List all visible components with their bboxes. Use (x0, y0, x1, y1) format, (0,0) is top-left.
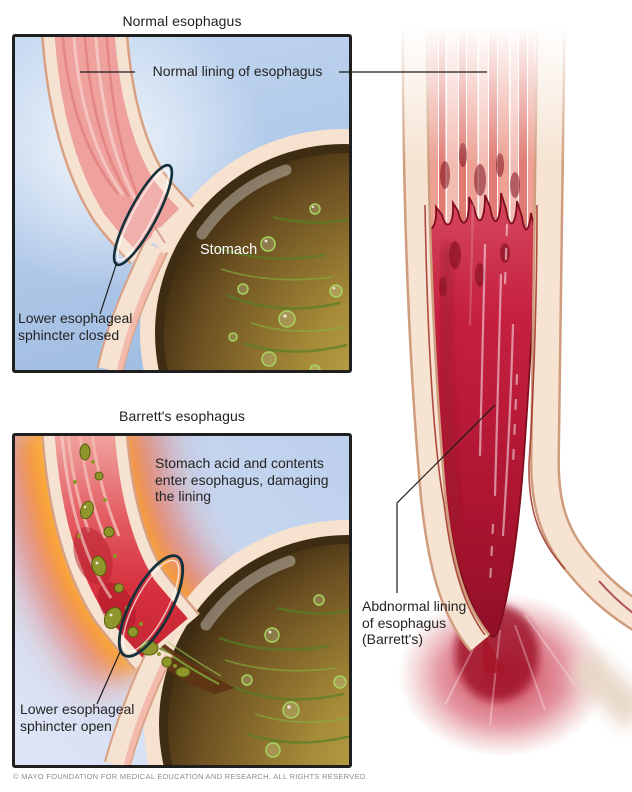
top-fade (385, 25, 632, 175)
stomach (140, 129, 349, 370)
copyright-footer: © MAYO FOUNDATION FOR MEDICAL EDUCATION … (13, 772, 368, 781)
abnormal-lining-label: Abdnormal lining of esophagus (Barrett's… (362, 598, 467, 647)
acid-damage-label: Stomach acid and contents enter esophagu… (155, 455, 329, 504)
barretts-esophagus-panel (12, 433, 352, 768)
normal-esophagus-illustration: Stomach (15, 37, 349, 370)
normal-panel-title: Normal esophagus (122, 13, 242, 29)
esophagus-tube-damaged (41, 436, 201, 765)
acid-droplets (73, 443, 191, 678)
sphincter-ring-open (117, 554, 185, 658)
sphincter-closed-label: Lower esophageal sphincter closed (18, 310, 133, 343)
stomach-folds (214, 215, 349, 353)
normal-lining-label: Normal lining of esophagus (152, 63, 323, 79)
barretts-panel-title: Barrett's esophagus (119, 408, 245, 424)
lining-striations (61, 37, 142, 202)
barretts-detail-illustration (385, 14, 632, 765)
stomach (144, 520, 349, 765)
normal-esophagus-panel: Stomach (12, 34, 352, 373)
barretts-esophagus-illustration (15, 436, 349, 765)
sphincter-open-label: Lower esophageal sphincter open (20, 701, 135, 734)
stomach-label: Stomach (200, 242, 257, 258)
stomach-bubbles (228, 203, 343, 370)
